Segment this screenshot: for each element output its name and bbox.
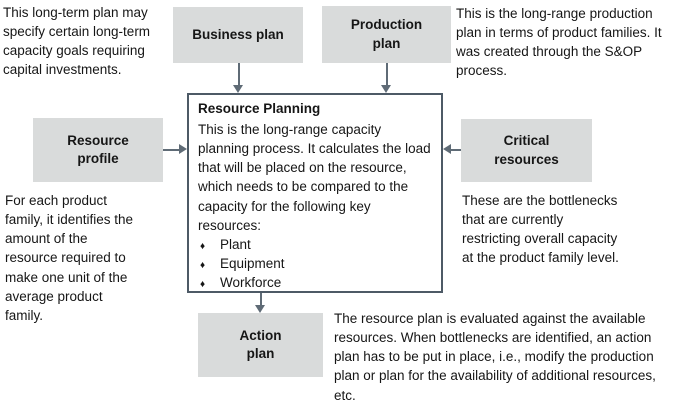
box-action-plan: Action plan [198, 313, 323, 377]
note-business-plan: This long-term plan may specify certain … [3, 5, 151, 78]
arrow-head-down-icon [381, 85, 391, 93]
box-business-plan: Business plan [173, 7, 303, 63]
bullet-item-equipment: ♦ Equipment [198, 254, 433, 273]
bullet-label: Equipment [220, 256, 285, 272]
arrow-stem [450, 148, 461, 151]
box-critical-resources: Critical resources [461, 119, 592, 182]
note-critical-resources: These are the bottlenecks that are curre… [462, 193, 619, 266]
arrow-business-to-resource-planning [233, 63, 244, 93]
arrow-stem [163, 148, 180, 151]
note-action-plan: The resource plan is evaluated against t… [334, 311, 656, 403]
diamond-bullet-icon: ♦ [200, 240, 206, 252]
note-resource-profile: For each product family, it identifies t… [5, 193, 134, 323]
box-resource-planning: Resource Planning This is the long-range… [187, 93, 443, 293]
arrow-production-to-resource-planning [381, 63, 392, 93]
arrow-head-left-icon [443, 144, 451, 154]
bullet-item-plant: ♦ Plant [198, 235, 433, 254]
resource-planning-description: This is the long-range capacity planning… [198, 121, 431, 233]
resource-planning-title: Resource Planning [198, 101, 321, 116]
arrow-critical-to-resource-planning [443, 144, 461, 155]
arrow-profile-to-resource-planning [163, 144, 187, 155]
arrow-stem [237, 63, 240, 86]
bullet-item-workforce: ♦ Workforce [198, 273, 433, 292]
bullet-label: Plant [220, 236, 251, 252]
arrow-head-down-icon [255, 305, 265, 313]
diamond-bullet-icon: ♦ [200, 260, 206, 272]
bullet-label: Workforce [220, 275, 282, 291]
arrow-stem [385, 63, 388, 86]
arrow-head-right-icon [179, 144, 187, 154]
arrow-stem [259, 293, 262, 306]
box-resource-profile: Resource profile [33, 118, 163, 182]
diamond-bullet-icon: ♦ [200, 279, 206, 291]
arrow-head-down-icon [233, 85, 243, 93]
arrow-resource-planning-to-action [255, 293, 266, 313]
note-production-plan: This is the long-range production plan i… [456, 6, 662, 79]
box-production-plan: Production plan [322, 6, 451, 63]
